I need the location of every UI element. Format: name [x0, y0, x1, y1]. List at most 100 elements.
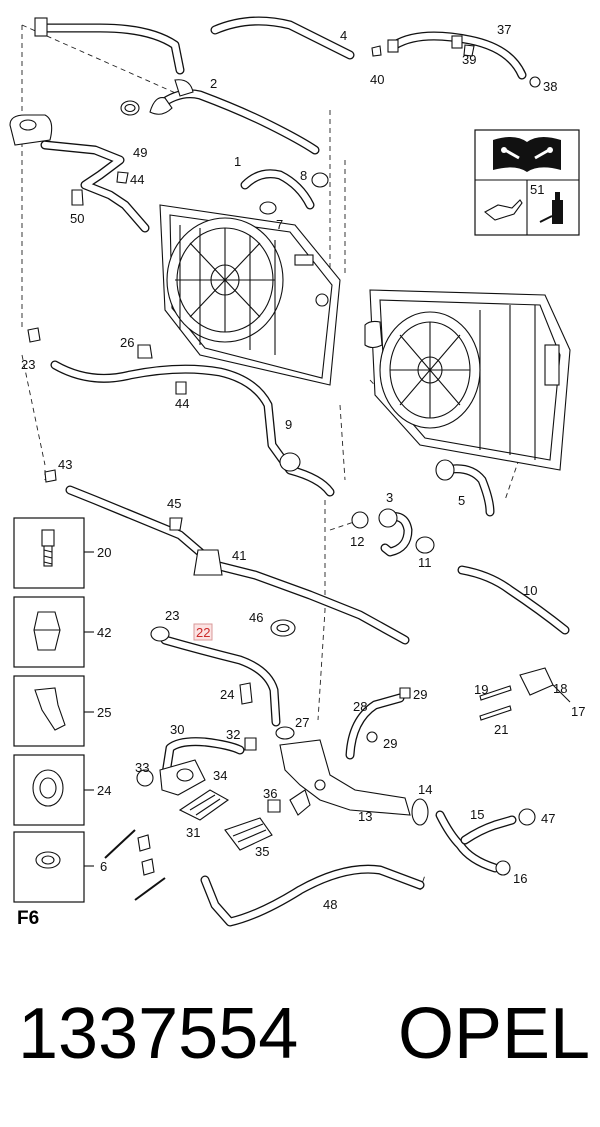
callout-47: 47 — [541, 811, 555, 826]
sealant-tube-icon — [539, 192, 563, 224]
hose-48 — [200, 864, 425, 927]
hose-4 — [210, 16, 355, 60]
clamp-27 — [275, 726, 295, 740]
clamp-8 — [311, 172, 329, 188]
clip-23-top — [27, 327, 41, 343]
hose-22 — [160, 635, 281, 727]
clip-50 — [71, 189, 84, 206]
bracket-41 — [193, 549, 223, 576]
clip-39 — [463, 44, 475, 57]
clamp-46 — [270, 619, 296, 637]
callout-44-top: 44 — [130, 172, 144, 187]
callout-46: 46 — [249, 610, 263, 625]
radiator-fan-assembly-left — [159, 204, 341, 386]
callout-1: 1 — [234, 154, 241, 169]
clip-26 — [137, 344, 153, 359]
callout-16: 16 — [513, 871, 527, 886]
callout-23: 23 — [165, 608, 179, 623]
clamp-11 — [415, 536, 435, 554]
callout-30: 30 — [170, 722, 184, 737]
hose-1 — [240, 169, 315, 210]
callout-51: 51 — [530, 182, 544, 197]
callout-26: 26 — [120, 335, 134, 350]
callout-23-top: 23 — [21, 357, 35, 372]
callout-7: 7 — [276, 217, 283, 232]
callout-38: 38 — [543, 79, 557, 94]
callout-22-highlight — [193, 623, 213, 641]
clamp-36 — [267, 799, 281, 813]
callout-21: 21 — [494, 722, 508, 737]
callout-34: 34 — [213, 768, 227, 783]
clamp-23 — [150, 626, 170, 642]
callout-33: 33 — [135, 760, 149, 775]
thermostat-31 — [178, 789, 230, 821]
box-42 — [13, 596, 94, 668]
callout-3: 3 — [386, 490, 393, 505]
clamp-12 — [351, 511, 369, 529]
clamp-7 — [259, 201, 277, 215]
callout-5: 5 — [458, 493, 465, 508]
clip-29-top — [399, 687, 411, 699]
clip-44-mid — [175, 381, 187, 395]
callout-labels: 2 4 37 40 39 38 49 44 50 1 8 7 23 26 44 … — [21, 22, 585, 912]
part-number: 1337554 — [18, 994, 298, 1074]
hose-37 — [387, 31, 527, 80]
callout-43: 43 — [58, 457, 72, 472]
radiator-fan-assembly-right — [364, 289, 571, 471]
callout-25: 25 — [97, 705, 111, 720]
callout-4: 4 — [340, 28, 347, 43]
callout-14: 14 — [418, 782, 432, 797]
callout-10: 10 — [523, 583, 537, 598]
callout-24: 24 — [220, 687, 234, 702]
hose-9 — [50, 360, 335, 497]
clip-43 — [44, 469, 57, 483]
hose-5 — [435, 459, 495, 517]
sensor-18 — [519, 667, 571, 703]
callout-24-box: 24 — [97, 783, 111, 798]
callout-45: 45 — [167, 496, 181, 511]
hose-28 — [345, 693, 405, 760]
clip-40 — [371, 45, 382, 57]
pipe-13 — [279, 739, 411, 816]
callout-49: 49 — [133, 145, 147, 160]
clip-44-top — [116, 171, 129, 184]
clip-38 — [529, 76, 541, 88]
callout-35: 35 — [255, 844, 269, 859]
housing-34 — [159, 759, 206, 796]
box-25 — [13, 675, 94, 747]
clip-29-mid — [366, 731, 378, 743]
box-6 — [13, 831, 94, 903]
bolt-21 — [479, 705, 512, 721]
callout-39: 39 — [462, 52, 476, 67]
clamp-47 — [518, 808, 536, 826]
clip-24 — [239, 682, 253, 705]
service-info-box: 51 — [474, 129, 580, 236]
callout-50: 50 — [70, 211, 84, 226]
box-20 — [13, 517, 94, 589]
hose-2 — [149, 79, 320, 155]
expansion-tank — [9, 114, 53, 146]
callout-6: 6 — [100, 859, 107, 874]
hose-10 — [457, 565, 570, 635]
box-24 — [13, 754, 94, 826]
hose-15 — [435, 810, 517, 873]
clamp-33 — [136, 769, 154, 787]
callout-29-top: 29 — [413, 687, 427, 702]
callout-13: 13 — [358, 809, 372, 824]
hose-top-left — [34, 17, 185, 75]
callout-20: 20 — [97, 545, 111, 560]
callout-9: 9 — [285, 417, 292, 432]
hose-49 — [40, 140, 150, 233]
callout-37: 37 — [497, 22, 511, 37]
bolt-19 — [479, 685, 512, 701]
thermostat-35 — [224, 817, 273, 851]
callout-8: 8 — [300, 168, 307, 183]
fittings-6 — [104, 829, 166, 901]
flange-14 — [411, 798, 429, 826]
callout-15: 15 — [470, 807, 484, 822]
callout-12: 12 — [350, 534, 364, 549]
hose-30 — [160, 737, 245, 785]
callout-44-mid: 44 — [175, 396, 189, 411]
callout-2: 2 — [210, 76, 217, 91]
